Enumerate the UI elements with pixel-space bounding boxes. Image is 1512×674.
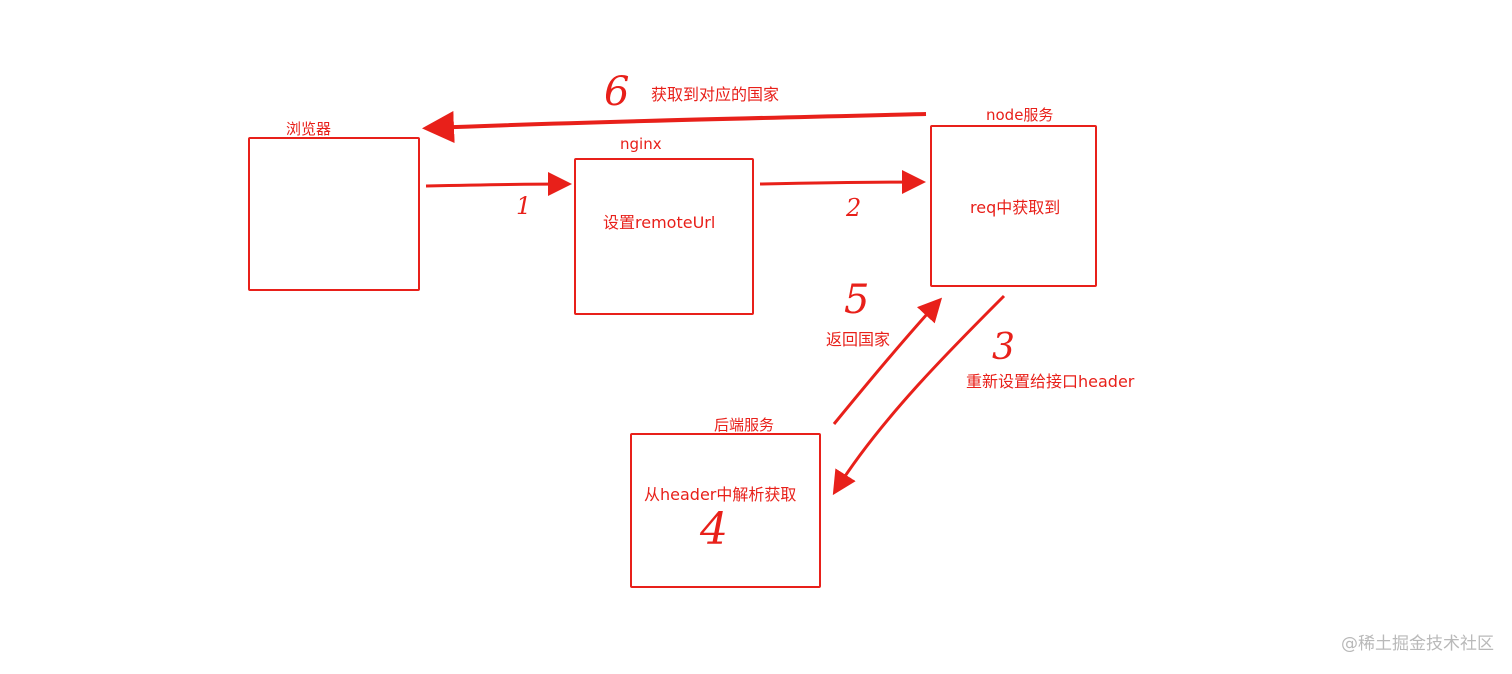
backend-content: 从header中解析获取 (644, 485, 797, 504)
step-1-number: 1 (516, 192, 532, 220)
step-3-text: 重新设置给接口header (966, 372, 1135, 391)
step-6-text: 获取到对应的国家 (651, 85, 780, 104)
arrow-step-2 (759, 170, 926, 195)
step-3-number: 3 (992, 327, 1015, 368)
step-4-number: 4 (700, 504, 728, 555)
node-title: node服务 (986, 106, 1054, 124)
arrow-step-6 (422, 111, 927, 144)
browser-title: 浏览器 (286, 120, 332, 138)
arrow-step-5 (832, 297, 943, 425)
node-box (930, 125, 1097, 287)
backend-title: 后端服务 (714, 416, 775, 434)
watermark: @稀土掘金技术社区 (1341, 634, 1494, 654)
browser-box (248, 137, 420, 291)
arrow-step-1 (425, 172, 572, 197)
backend-box (630, 433, 821, 588)
step-5-number: 5 (844, 277, 870, 323)
step-5-text: 返回国家 (826, 330, 891, 349)
nginx-box (574, 158, 754, 315)
arrow-step-3 (832, 294, 1006, 496)
nginx-content: 设置remoteUrl (603, 213, 716, 232)
nginx-title: nginx (620, 135, 662, 153)
step-6-number: 6 (604, 69, 630, 115)
step-2-number: 2 (846, 194, 862, 222)
node-content: req中获取到 (970, 198, 1061, 217)
